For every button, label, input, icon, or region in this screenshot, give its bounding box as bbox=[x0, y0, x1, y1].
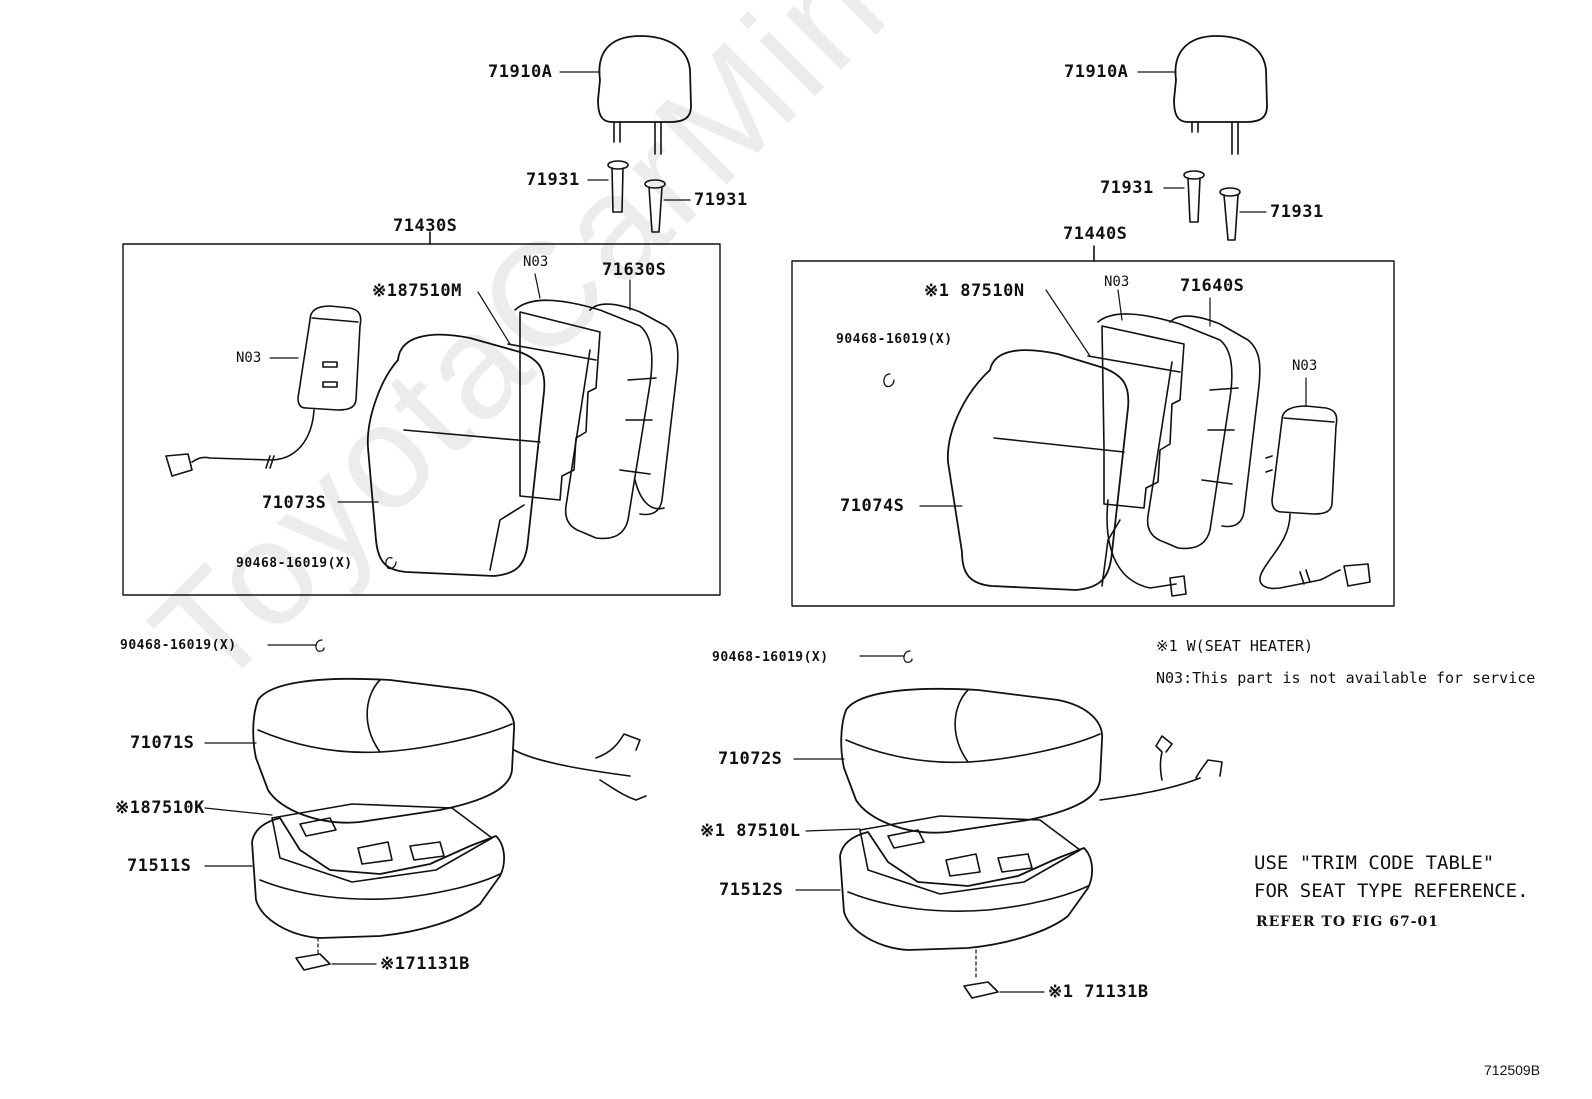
left-cushion-heater-pad bbox=[204, 803, 493, 883]
right-seat-cushion-pad bbox=[795, 831, 1093, 979]
right-hog-ring-back-label: 90468-16019(X) bbox=[836, 332, 953, 347]
left-pad-heater-nd-label: N03 bbox=[523, 254, 549, 270]
trim-code-note-line2: FOR SEAT TYPE REFERENCE. bbox=[1254, 880, 1529, 902]
right-back-assy-label: 71440S bbox=[1063, 224, 1128, 244]
left-pad-heater-label: ※187510M bbox=[372, 281, 462, 301]
left-cushion-pad-label: 71511S bbox=[127, 856, 192, 876]
right-bracket-label: ※1 71131B bbox=[1048, 982, 1149, 1002]
right-pad-heater-nd-label: N03 bbox=[1104, 274, 1130, 290]
right-cushion-heater-label: ※1 87510L bbox=[700, 821, 801, 841]
right-seatback-cover bbox=[919, 349, 1187, 597]
left-support-a-label: 71931 bbox=[526, 170, 580, 190]
left-cushion-cover-label: 71071S bbox=[130, 733, 195, 753]
right-hog-ring-cushion-icon bbox=[903, 650, 913, 663]
right-seat-cushion-cover bbox=[793, 687, 1223, 834]
left-bracket-label: ※171131B bbox=[380, 954, 470, 974]
right-headrest-supports bbox=[1163, 170, 1267, 241]
left-seatback-cover bbox=[337, 333, 546, 577]
left-hog-ring-back-label: 90468-16019(X) bbox=[236, 556, 353, 571]
right-airbag-nd-label: N03 bbox=[1292, 358, 1318, 374]
right-seatback-heater-pad bbox=[1045, 289, 1185, 509]
right-headrest-drawing bbox=[1137, 35, 1268, 155]
left-support-b-label: 71931 bbox=[694, 190, 748, 210]
left-seatback-heater-pad bbox=[477, 291, 601, 501]
left-seat-cushion-pad bbox=[204, 817, 505, 957]
left-back-assy-label: 71430S bbox=[393, 216, 458, 236]
right-airbag-module bbox=[1259, 377, 1371, 590]
right-cushion-cover-label: 71072S bbox=[718, 749, 783, 769]
left-hog-ring-cushion-icon bbox=[315, 639, 325, 652]
right-bracket-icon bbox=[963, 981, 999, 999]
right-headrest-label: 71910A bbox=[1064, 62, 1129, 82]
left-headrest-supports bbox=[587, 160, 691, 233]
right-hog-ring-back-icon bbox=[883, 373, 895, 388]
refer-figure-note: REFER TO FIG 67-01 bbox=[1256, 914, 1440, 930]
left-headrest-drawing bbox=[559, 35, 692, 155]
left-airbag-module bbox=[165, 305, 362, 477]
left-hog-ring-cushion-label: 90468-16019(X) bbox=[120, 638, 237, 653]
left-hog-ring-back-icon bbox=[385, 557, 397, 570]
right-hog-ring-cushion-label: 90468-16019(X) bbox=[712, 650, 829, 665]
right-pad-heater-label: ※1 87510N bbox=[924, 281, 1025, 301]
left-back-cover-label: 71073S bbox=[262, 493, 327, 513]
right-backrest-group-box bbox=[791, 260, 1395, 607]
left-seat-cushion-cover bbox=[204, 677, 647, 824]
left-seatback-pad-frame bbox=[514, 273, 679, 540]
right-support-b-label: 71931 bbox=[1270, 202, 1324, 222]
left-headrest-label: 71910A bbox=[488, 62, 553, 82]
right-cushion-heater-pad bbox=[805, 815, 1081, 895]
left-cushion-heater-label: ※187510K bbox=[115, 798, 205, 818]
right-back-frame-label: 71640S bbox=[1180, 276, 1245, 296]
not-available-note: N03:This part is not available for servi… bbox=[1156, 669, 1536, 687]
right-seatback-pad-frame bbox=[1097, 289, 1261, 550]
figure-code: 712509B bbox=[1484, 1062, 1541, 1078]
right-support-a-label: 71931 bbox=[1100, 178, 1154, 198]
trim-code-note-line1: USE "TRIM CODE TABLE" bbox=[1254, 852, 1495, 874]
left-back-frame-label: 71630S bbox=[602, 260, 667, 280]
left-bracket-icon bbox=[295, 953, 331, 971]
left-backrest-group-box bbox=[122, 243, 721, 596]
right-back-cover-label: 71074S bbox=[840, 496, 905, 516]
seat-heater-note: ※1 W(SEAT HEATER) bbox=[1156, 637, 1314, 655]
right-cushion-pad-label: 71512S bbox=[719, 880, 784, 900]
left-airbag-nd-label: N03 bbox=[236, 350, 262, 366]
